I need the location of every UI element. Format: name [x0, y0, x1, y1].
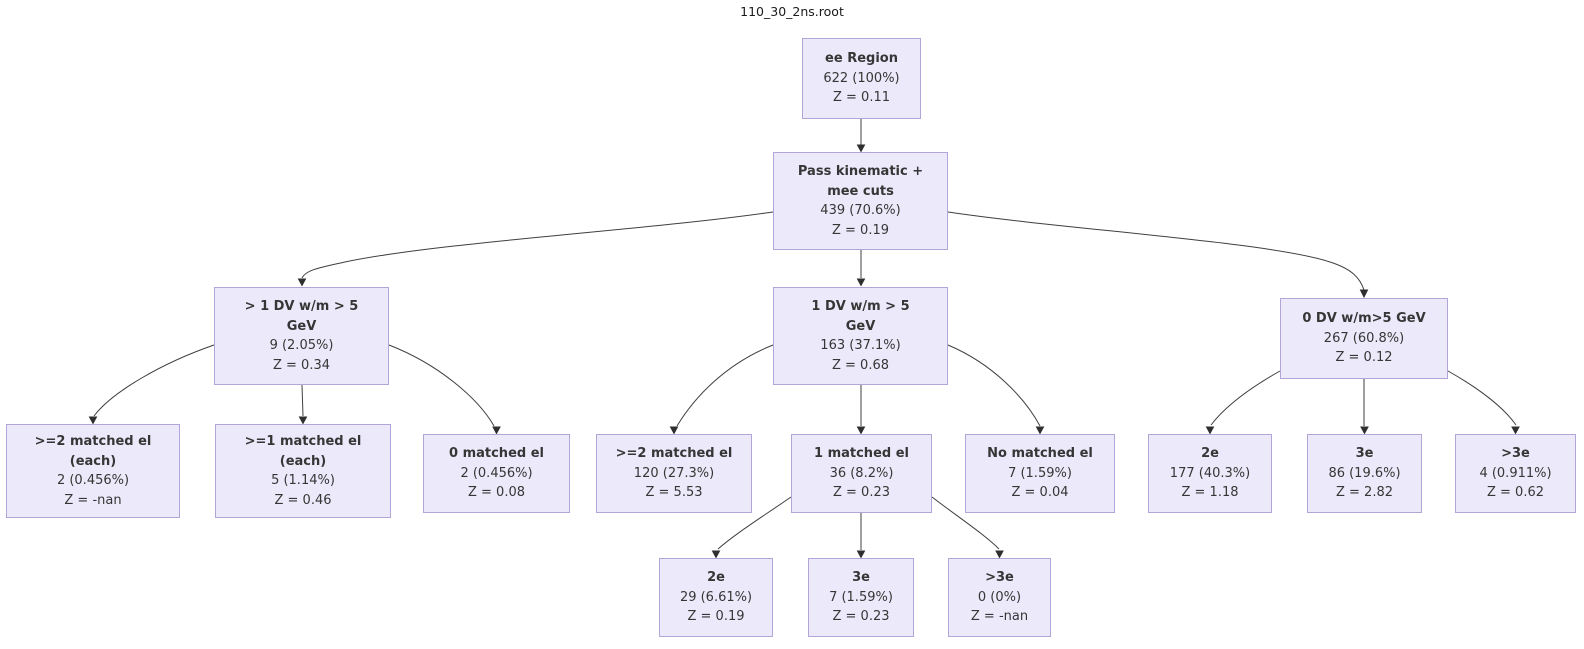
node-significance: Z = 0.12	[1335, 350, 1393, 366]
node-label: > 1 DV w/m > 5 GeV	[244, 299, 359, 334]
node-label: >=2 matched el (each)	[34, 434, 152, 469]
edge-pass-kinematic-to-gt1-dv	[301, 211, 774, 279]
node-label: >3e	[985, 570, 1014, 586]
node-zero-dv: 0 DV w/m>5 GeV 267 (60.8%) Z = 0.12	[1280, 298, 1448, 379]
node-ge2-matched-each: >=2 matched el (each) 2 (0.456%) Z = -na…	[6, 424, 180, 518]
node-count: 267 (60.8%)	[1323, 330, 1405, 346]
node-significance: Z = 2.82	[1335, 485, 1393, 501]
node-zerodv-3e: 3e 86 (19.6%) Z = 2.82	[1307, 434, 1422, 513]
node-significance: Z = 0.08	[467, 485, 525, 501]
node-significance: Z = -nan	[970, 609, 1029, 625]
node-count: 7 (1.59%)	[1008, 465, 1072, 481]
node-count: 622 (100%)	[823, 70, 900, 86]
node-label: >=1 matched el (each)	[244, 434, 362, 469]
node-significance: Z = 0.46	[274, 492, 332, 508]
arrowhead	[995, 550, 1004, 559]
node-count: 439 (70.6%)	[820, 203, 901, 218]
node-zero-matched: 0 matched el 2 (0.456%) Z = 0.08	[423, 434, 570, 513]
node-count: 0 (0%)	[977, 589, 1022, 605]
arrowhead	[297, 278, 307, 287]
node-label: 3e	[852, 570, 870, 586]
arrowhead	[1360, 426, 1369, 435]
node-count: 9 (2.05%)	[269, 338, 334, 353]
node-label: No matched el	[987, 446, 1093, 462]
arrowhead	[492, 426, 501, 435]
node-significance: Z = -nan	[64, 492, 122, 508]
node-no-matched: No matched el 7 (1.59%) Z = 0.04	[965, 434, 1115, 513]
arrowhead	[1511, 426, 1520, 435]
node-count: 7 (1.59%)	[829, 589, 893, 605]
edge-zero-dv-to-zerodv-2e	[1210, 370, 1281, 426]
arrowhead	[1035, 426, 1045, 435]
edge-gt1-dv-to-ge2-matched-each	[93, 344, 215, 417]
arrowhead	[298, 416, 308, 425]
node-ee-region: ee Region 622 (100%) Z = 0.11	[802, 38, 921, 119]
node-ge2-matched: >=2 matched el 120 (27.3%) Z = 5.53	[596, 434, 752, 513]
node-label: 1 DV w/m > 5 GeV	[811, 299, 910, 334]
node-label: Pass kinematic + mee cuts	[797, 164, 924, 199]
node-label: 0 matched el	[449, 446, 544, 462]
node-count: 86 (19.6%)	[1328, 465, 1401, 481]
node-count: 4 (0.911%)	[1479, 465, 1552, 481]
node-significance: Z = 0.04	[1011, 485, 1069, 501]
node-label: 0 DV w/m>5 GeV	[1302, 311, 1426, 327]
arrowhead	[856, 144, 866, 153]
node-pass-kinematic: Pass kinematic + mee cuts 439 (70.6%) Z …	[773, 152, 948, 250]
graph-title: 110_30_2ns.root	[740, 4, 844, 19]
node-count: 177 (40.3%)	[1169, 465, 1251, 481]
node-significance: Z = 0.19	[687, 609, 745, 625]
node-significance: Z = 0.11	[832, 90, 890, 106]
node-label: 2e	[707, 570, 725, 586]
node-ge1-matched-each: >=1 matched el (each) 5 (1.14%) Z = 0.46	[215, 424, 391, 518]
edge-one-dv-to-ge2-matched	[676, 344, 774, 427]
node-count: 29 (6.61%)	[679, 589, 753, 605]
node-significance: Z = 0.34	[272, 357, 330, 373]
arrowhead	[669, 426, 679, 435]
arrowhead	[711, 550, 721, 559]
node-count: 163 (37.1%)	[820, 338, 901, 353]
node-label: >=2 matched el	[615, 446, 733, 462]
arrowhead	[1359, 289, 1369, 299]
node-count: 2 (0.456%)	[56, 473, 130, 488]
node-zerodv-gt3e: >3e 4 (0.911%) Z = 0.62	[1455, 434, 1576, 513]
node-onematched-2e: 2e 29 (6.61%) Z = 0.19	[659, 558, 773, 637]
edge-one-matched-to-onematched-gt3e	[931, 496, 1000, 550]
node-one-dv: 1 DV w/m > 5 GeV 163 (37.1%) Z = 0.68	[773, 287, 948, 385]
node-significance: Z = 0.19	[831, 222, 889, 238]
arrowhead	[856, 278, 866, 287]
node-significance: Z = 0.62	[1486, 485, 1544, 501]
node-onematched-gt3e: >3e 0 (0%) Z = -nan	[948, 558, 1051, 637]
node-count: 120 (27.3%)	[633, 465, 715, 481]
node-significance: Z = 0.23	[832, 485, 890, 501]
arrowhead	[1205, 426, 1215, 435]
node-one-matched: 1 matched el 36 (8.2%) Z = 0.23	[791, 434, 932, 513]
node-gt1-dv: > 1 DV w/m > 5 GeV 9 (2.05%) Z = 0.34	[214, 287, 389, 385]
arrowhead	[856, 550, 866, 559]
node-zerodv-2e: 2e 177 (40.3%) Z = 1.18	[1148, 434, 1272, 513]
edge-gt1-dv-to-zero-matched	[388, 344, 495, 427]
arrowhead	[856, 426, 866, 435]
node-label: 3e	[1355, 446, 1374, 462]
node-count: 36 (8.2%)	[829, 465, 894, 481]
edge-pass-kinematic-to-zero-dv	[947, 211, 1365, 291]
node-significance: Z = 0.23	[832, 609, 890, 625]
node-label: 1 matched el	[814, 446, 909, 462]
node-label: >3e	[1501, 446, 1530, 462]
edge-zero-dv-to-zerodv-gt3e	[1447, 370, 1517, 426]
edge-one-dv-to-no-matched	[947, 344, 1041, 427]
node-significance: Z = 0.68	[831, 357, 889, 373]
node-onematched-3e: 3e 7 (1.59%) Z = 0.23	[808, 558, 914, 637]
node-count: 2 (0.456%)	[460, 465, 533, 481]
node-label: ee Region	[825, 51, 898, 67]
node-significance: Z = 5.53	[645, 485, 703, 501]
edge-gt1-dv-to-ge1-matched-each	[301, 384, 304, 417]
node-label: 2e	[1201, 446, 1219, 462]
arrowhead	[88, 416, 98, 425]
node-count: 5 (1.14%)	[271, 473, 335, 488]
node-significance: Z = 1.18	[1181, 485, 1239, 501]
edge-one-matched-to-onematched-2e	[717, 496, 792, 550]
